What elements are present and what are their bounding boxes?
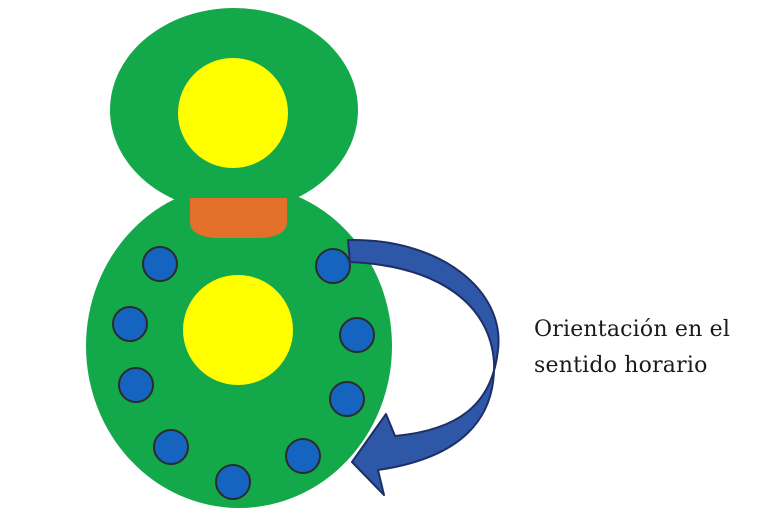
dot-ring bbox=[112, 246, 375, 500]
caption-line-1: Orientación en el bbox=[534, 317, 731, 342]
septum-marker bbox=[190, 198, 287, 238]
upper-nucleus bbox=[178, 58, 288, 168]
dot bbox=[315, 248, 351, 284]
dot bbox=[339, 317, 375, 353]
caption-line-2: sentido horario bbox=[534, 353, 708, 378]
clockwise-caption: Orientación en el sentido horario bbox=[534, 312, 769, 384]
dot bbox=[112, 306, 148, 342]
clockwise-arrow bbox=[347, 238, 500, 496]
dot bbox=[285, 438, 321, 474]
dot bbox=[329, 381, 365, 417]
dot bbox=[215, 464, 251, 500]
dot bbox=[118, 367, 154, 403]
lower-nucleus bbox=[183, 275, 293, 385]
dot bbox=[153, 429, 189, 465]
dot bbox=[142, 246, 178, 282]
